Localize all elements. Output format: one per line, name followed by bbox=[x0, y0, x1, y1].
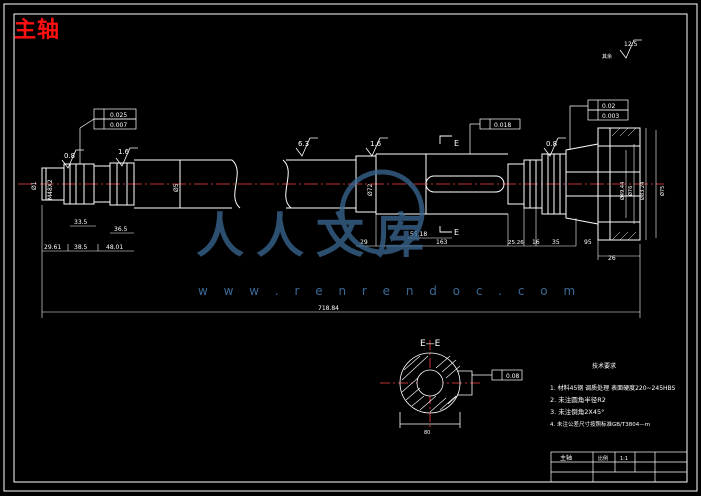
tol-left-1: 0.025 bbox=[110, 112, 127, 119]
dim-163: 163 bbox=[436, 239, 448, 246]
tech-req-4: 4. 未注公差尺寸按照标准GB/T3804—m bbox=[550, 420, 650, 428]
dim-d-right-2: Ø76 bbox=[627, 186, 634, 196]
drawing-frame bbox=[3, 3, 698, 492]
section-view-title: E—E bbox=[420, 339, 441, 349]
tol-right-2: 0.003 bbox=[602, 113, 619, 120]
roughness-mark-5: 0.8 bbox=[546, 140, 557, 148]
dim-d-right-3: Ø83.24 bbox=[639, 182, 646, 200]
watermark-logo-text: 人人文库 bbox=[196, 208, 436, 264]
general-roughness: 12.5 bbox=[624, 41, 638, 48]
roughness-mark-4: 1.6 bbox=[370, 140, 382, 148]
dim-d-right-1: Ø49.44 bbox=[619, 182, 626, 200]
tol-left-2: 0.007 bbox=[110, 122, 127, 129]
tol-mid: 0.018 bbox=[494, 122, 511, 129]
diameter-leaders bbox=[625, 128, 657, 240]
section-label-bottom: E bbox=[454, 228, 459, 237]
dim-section-width: 80 bbox=[424, 430, 430, 436]
dim-48-01: 48.01 bbox=[106, 244, 123, 251]
section-hatch bbox=[401, 355, 461, 413]
title-block-name: 主轴 bbox=[560, 454, 572, 462]
roughness-symbols bbox=[61, 39, 642, 169]
title-block bbox=[550, 451, 688, 483]
flange-hatch bbox=[611, 127, 637, 241]
dim-total: 718.84 bbox=[318, 305, 339, 312]
dim-d-shaft: Ø5 bbox=[173, 183, 180, 192]
watermark-url: w w w . r e n r e n d o c . c o m bbox=[198, 284, 582, 298]
section-label-top: E bbox=[454, 139, 459, 148]
dim-d-mid: Ø72 bbox=[367, 183, 374, 196]
labels: 12.5 其余 0.8 1.6 6.3 1.6 0.8 0.025 0.007 … bbox=[31, 41, 676, 462]
tech-req-2: 2. 未注圆角半径R2 bbox=[550, 395, 606, 404]
dim-29: 29 bbox=[360, 239, 368, 246]
roughness-mark-1: 0.8 bbox=[64, 152, 75, 160]
dim-35: 35 bbox=[552, 239, 560, 246]
roughness-mark-3: 6.3 bbox=[298, 140, 309, 148]
tol-right-1: 0.02 bbox=[602, 103, 616, 110]
dim-95: 95 bbox=[584, 239, 592, 246]
title-block-scale-label: 比例 bbox=[598, 455, 608, 462]
dim-d-right-4: Ø75 bbox=[659, 186, 666, 196]
dimension-lines bbox=[41, 205, 641, 318]
dim-thread: M48X2 bbox=[47, 179, 54, 200]
title-block-scale-value: 1:1 bbox=[620, 456, 628, 462]
dim-38-5: 38.5 bbox=[74, 244, 88, 251]
roughness-mark-2: 1.6 bbox=[118, 148, 130, 156]
section-cut-marks bbox=[439, 135, 452, 233]
dim-36-5: 36.5 bbox=[114, 226, 128, 233]
tech-req-3: 3. 未注倒角2X45° bbox=[550, 407, 604, 416]
shaft-outline bbox=[41, 127, 641, 241]
dim-25-26: 25.26 bbox=[508, 240, 524, 246]
dim-29-61: 29.61 bbox=[44, 244, 61, 251]
dim-16: 16 bbox=[532, 239, 540, 246]
watermark-logo: 人人文库 bbox=[196, 169, 436, 264]
dim-d-left: Ø1 bbox=[31, 181, 38, 190]
drawing-title: 主轴 bbox=[14, 18, 61, 43]
section-view-E-E bbox=[380, 340, 480, 428]
dim-26: 26 bbox=[608, 255, 616, 262]
tech-req-heading: 技术要求 bbox=[592, 362, 616, 370]
dim-55-18: 55.18 bbox=[410, 231, 427, 238]
tolerance-frames bbox=[79, 99, 629, 381]
tol-section: 0.08 bbox=[506, 373, 520, 380]
general-roughness-note: 其余 bbox=[602, 53, 612, 60]
dim-33-5: 33.5 bbox=[74, 219, 88, 226]
tech-req-1: 1. 材料45钢 调质处理 表面硬度220~245HBS bbox=[550, 384, 676, 392]
